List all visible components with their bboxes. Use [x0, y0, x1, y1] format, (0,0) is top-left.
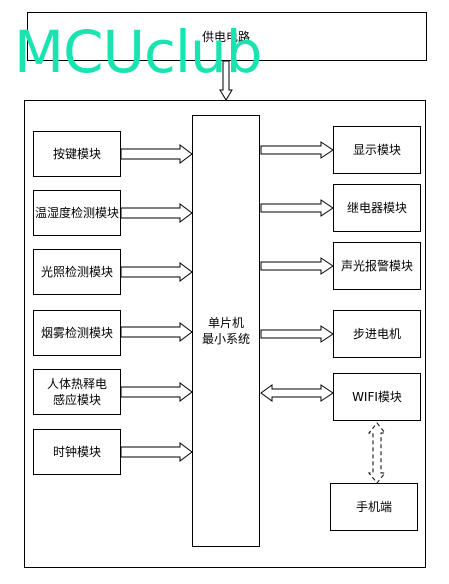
arrow-output-4: [260, 325, 334, 343]
arrow-phone-dashed: [367, 422, 387, 484]
output-relay-module: 继电器模块: [333, 184, 421, 232]
mcu-box: 单片机 最小系统: [192, 115, 260, 547]
mcu-label-line2: 最小系统: [201, 332, 250, 346]
phone-terminal-box: 手机端: [330, 483, 418, 531]
power-arrow: [219, 60, 233, 101]
arrow-input-5: [120, 382, 193, 402]
arrow-input-2: [120, 203, 193, 223]
arrow-output-2: [260, 199, 334, 217]
arrow-output-3: [260, 257, 334, 275]
power-supply-label: 供电电路: [201, 30, 250, 44]
output-display-module: 显示模块: [333, 126, 421, 174]
input-button-module: 按键模块: [33, 131, 121, 177]
output-stepper-motor: 步进电机: [333, 310, 421, 358]
arrow-output-1: [260, 141, 334, 159]
input-smoke-module: 烟雾检测模块: [33, 310, 121, 356]
arrow-input-3: [120, 262, 193, 282]
output-wifi-module: WIFI模块: [333, 373, 421, 421]
output-alarm-module: 声光报警模块: [333, 242, 421, 290]
input-light-module: 光照检测模块: [33, 249, 121, 295]
arrow-input-4: [120, 322, 193, 342]
input-clock-module: 时钟模块: [33, 429, 121, 475]
system-frame: [24, 100, 426, 568]
input-pir-module: 人体热释电感应模块: [33, 369, 121, 415]
arrow-input-6: [120, 442, 193, 462]
arrow-wifi-bidirectional: [260, 384, 334, 402]
watermark-logo: MCUclub: [14, 18, 263, 86]
arrow-input-1: [120, 144, 193, 164]
mcu-label-line1: 单片机: [207, 316, 244, 330]
